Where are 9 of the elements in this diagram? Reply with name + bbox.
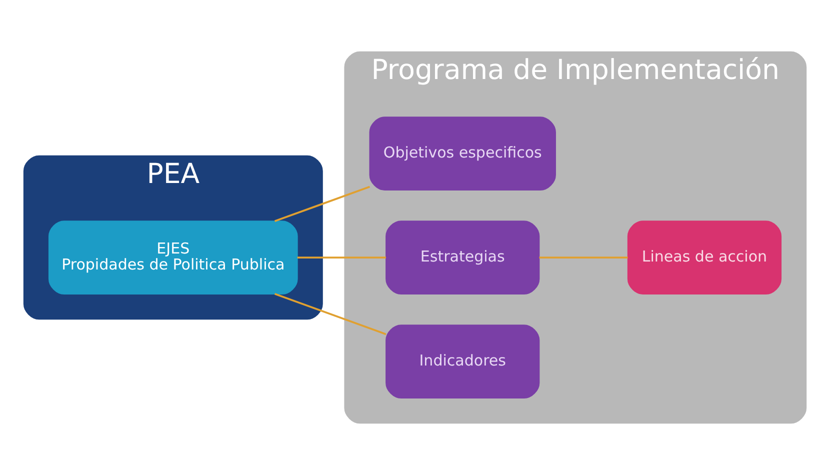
connector xyxy=(274,185,370,222)
node-box: Estrategias xyxy=(385,220,540,294)
node-box: Lineas de accion xyxy=(626,220,782,294)
connector xyxy=(296,256,386,258)
connector xyxy=(538,256,628,258)
node-box: EJES Propidades de Politica Publica xyxy=(48,220,298,294)
connector xyxy=(274,292,386,335)
node-box: Indicadores xyxy=(385,324,540,398)
node-box: Objetivos especificos xyxy=(368,116,556,190)
